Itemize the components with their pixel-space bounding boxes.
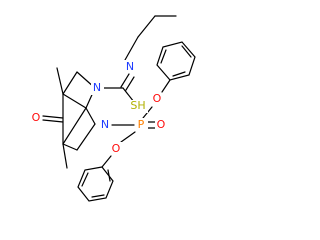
atom-o-bottom: O <box>112 142 121 155</box>
bond-propyl-2 <box>137 15 156 38</box>
atom-o-double: O <box>157 118 166 131</box>
atom-n-ring-top: N <box>93 81 101 94</box>
bond-cage-10 <box>85 107 96 125</box>
bond-obottom-ph <box>101 155 112 168</box>
bond-imine-a <box>120 73 130 88</box>
bond-cage-7 <box>62 143 78 151</box>
atom-o-ketone: O <box>32 111 41 124</box>
bond-imine-b <box>125 76 135 91</box>
bond-p-obottom <box>120 131 136 143</box>
atom-sh: SH <box>130 99 145 112</box>
bond-cage-2 <box>62 71 78 95</box>
bond-c-s <box>122 87 135 103</box>
bond-ketone-b <box>42 119 64 123</box>
bond-methyl-top <box>56 67 64 95</box>
bond-propyl-3 <box>124 36 139 61</box>
bond-cage-9 <box>62 107 87 145</box>
bond-cage-8 <box>76 123 96 151</box>
atom-o-top: O <box>153 92 162 105</box>
bond-methyl-bottom <box>62 143 68 169</box>
atom-labels: N N N SH O P O O O <box>29 60 168 155</box>
phenyl-ring-bottom <box>77 166 114 202</box>
phenyl-ring-top <box>156 41 196 81</box>
bond-cage-4 <box>62 93 87 109</box>
atom-n-ring-bottom: N <box>101 118 109 131</box>
bond-otop-ph <box>161 79 171 93</box>
bond-ketone-a <box>42 115 64 119</box>
atom-n-amine: N <box>126 60 134 73</box>
atom-p: P <box>138 118 145 131</box>
molecule-diagram: N N N SH O P O O O <box>29 15 196 202</box>
structure-svg: N N N SH O P O O O <box>29 15 196 202</box>
